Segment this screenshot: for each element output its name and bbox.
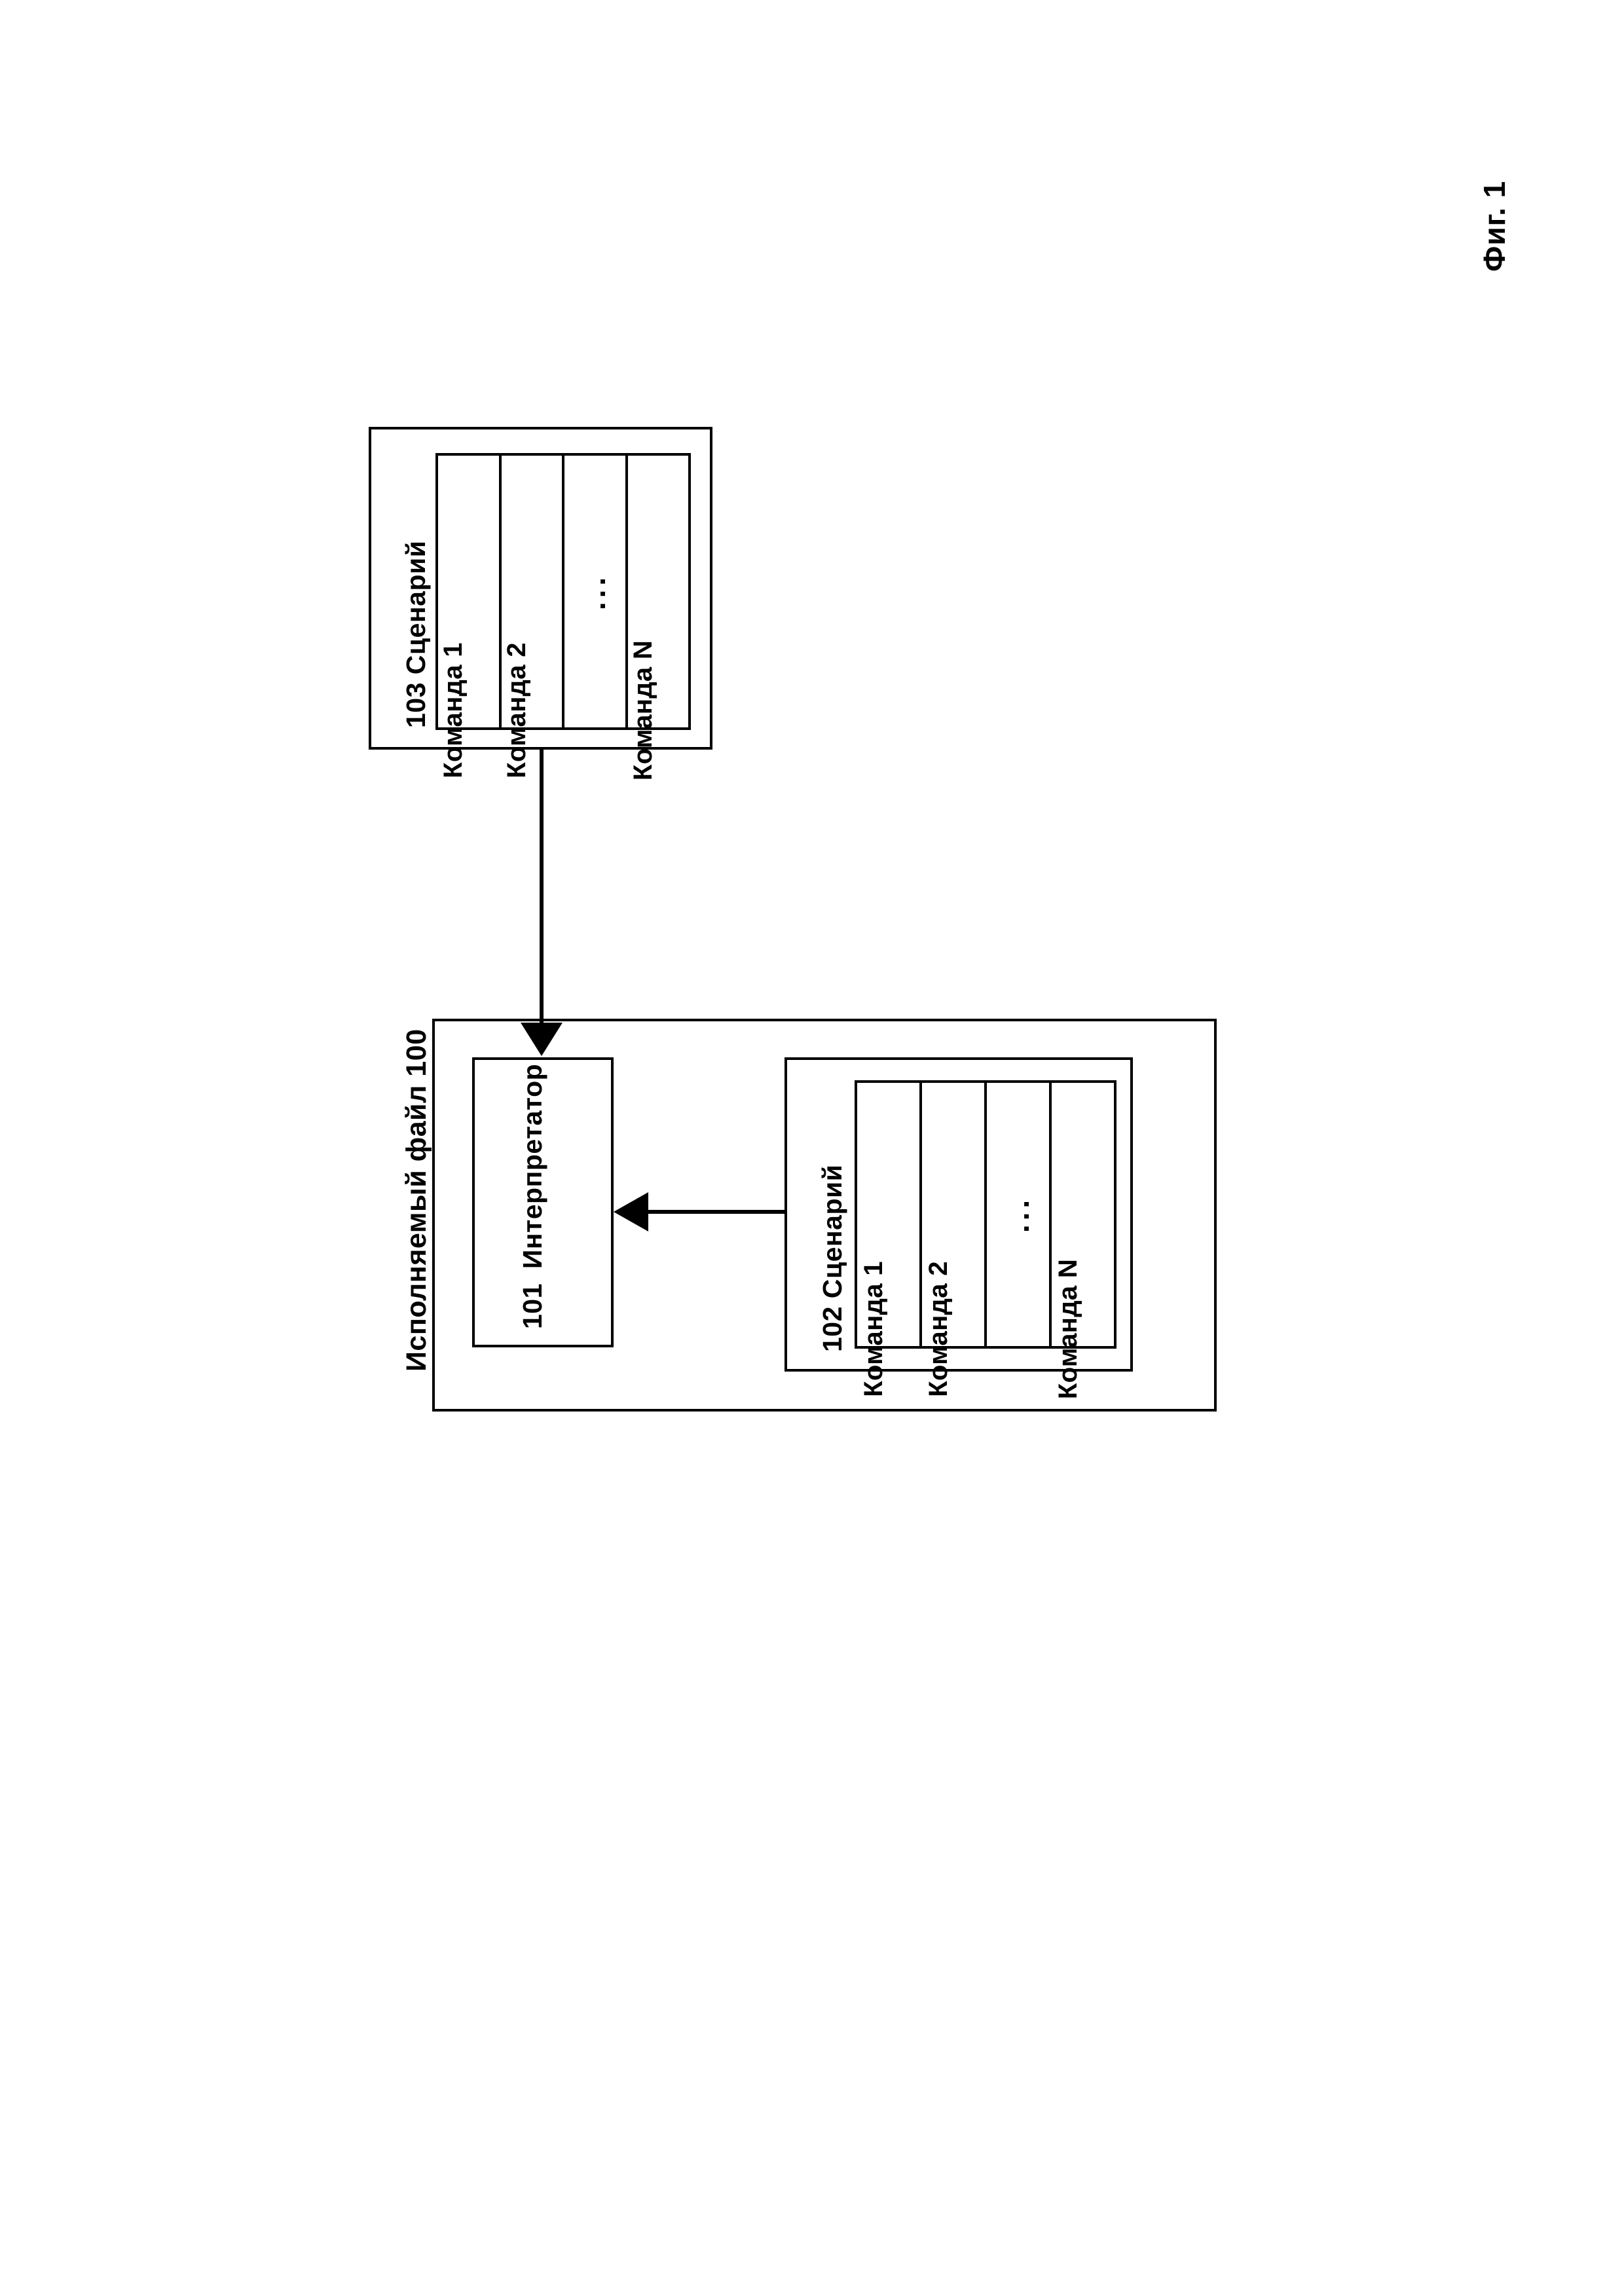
scenario-102-command-table: Команда 1 Команда 2 ... Команда N xyxy=(855,1080,1116,1399)
executable-file-100-box xyxy=(432,1019,1217,1412)
command-label: Команда 2 xyxy=(923,1261,953,1397)
command-label: Команда N xyxy=(1053,1258,1082,1400)
scenario-103-label: 103 Сценарий xyxy=(401,540,431,728)
scenario-102-label: 102 Сценарий xyxy=(817,1164,847,1352)
command-cell: Команда 1 xyxy=(438,456,502,778)
interpreter-101-box xyxy=(472,1057,614,1347)
command-cell-ellipsis: ... xyxy=(564,456,628,727)
executable-file-100-label: Исполняемый файл 100 xyxy=(401,1029,432,1372)
command-cell-ellipsis: ... xyxy=(987,1083,1052,1346)
command-label: Команда 2 xyxy=(502,642,531,778)
command-cell: Команда 1 xyxy=(857,1083,922,1397)
command-cell: Команда 2 xyxy=(502,456,564,778)
command-label: Команда N xyxy=(628,640,657,781)
interpreter-101-title: Интерпретатор xyxy=(517,1063,547,1269)
interpreter-101-ref: 101 xyxy=(517,1283,547,1329)
interpreter-101-label: 101 Интерпретатор xyxy=(517,1064,548,1329)
arrow-scenario103-to-interpreter101 xyxy=(521,750,563,1056)
scenario-103-command-table: Команда 1 Команда 2 ... Команда N xyxy=(435,453,691,780)
command-cell: Команда N xyxy=(1052,1083,1114,1399)
command-label: Команда 1 xyxy=(858,1261,888,1397)
command-cell: Команда 2 xyxy=(922,1083,987,1397)
command-label: Команда 1 xyxy=(439,642,468,778)
command-ellipsis-label: ... xyxy=(578,573,612,610)
command-ellipsis-label: ... xyxy=(1001,1195,1035,1233)
figure-caption: Фиг. 1 xyxy=(1477,180,1511,272)
command-cell: Команда N xyxy=(628,456,689,780)
